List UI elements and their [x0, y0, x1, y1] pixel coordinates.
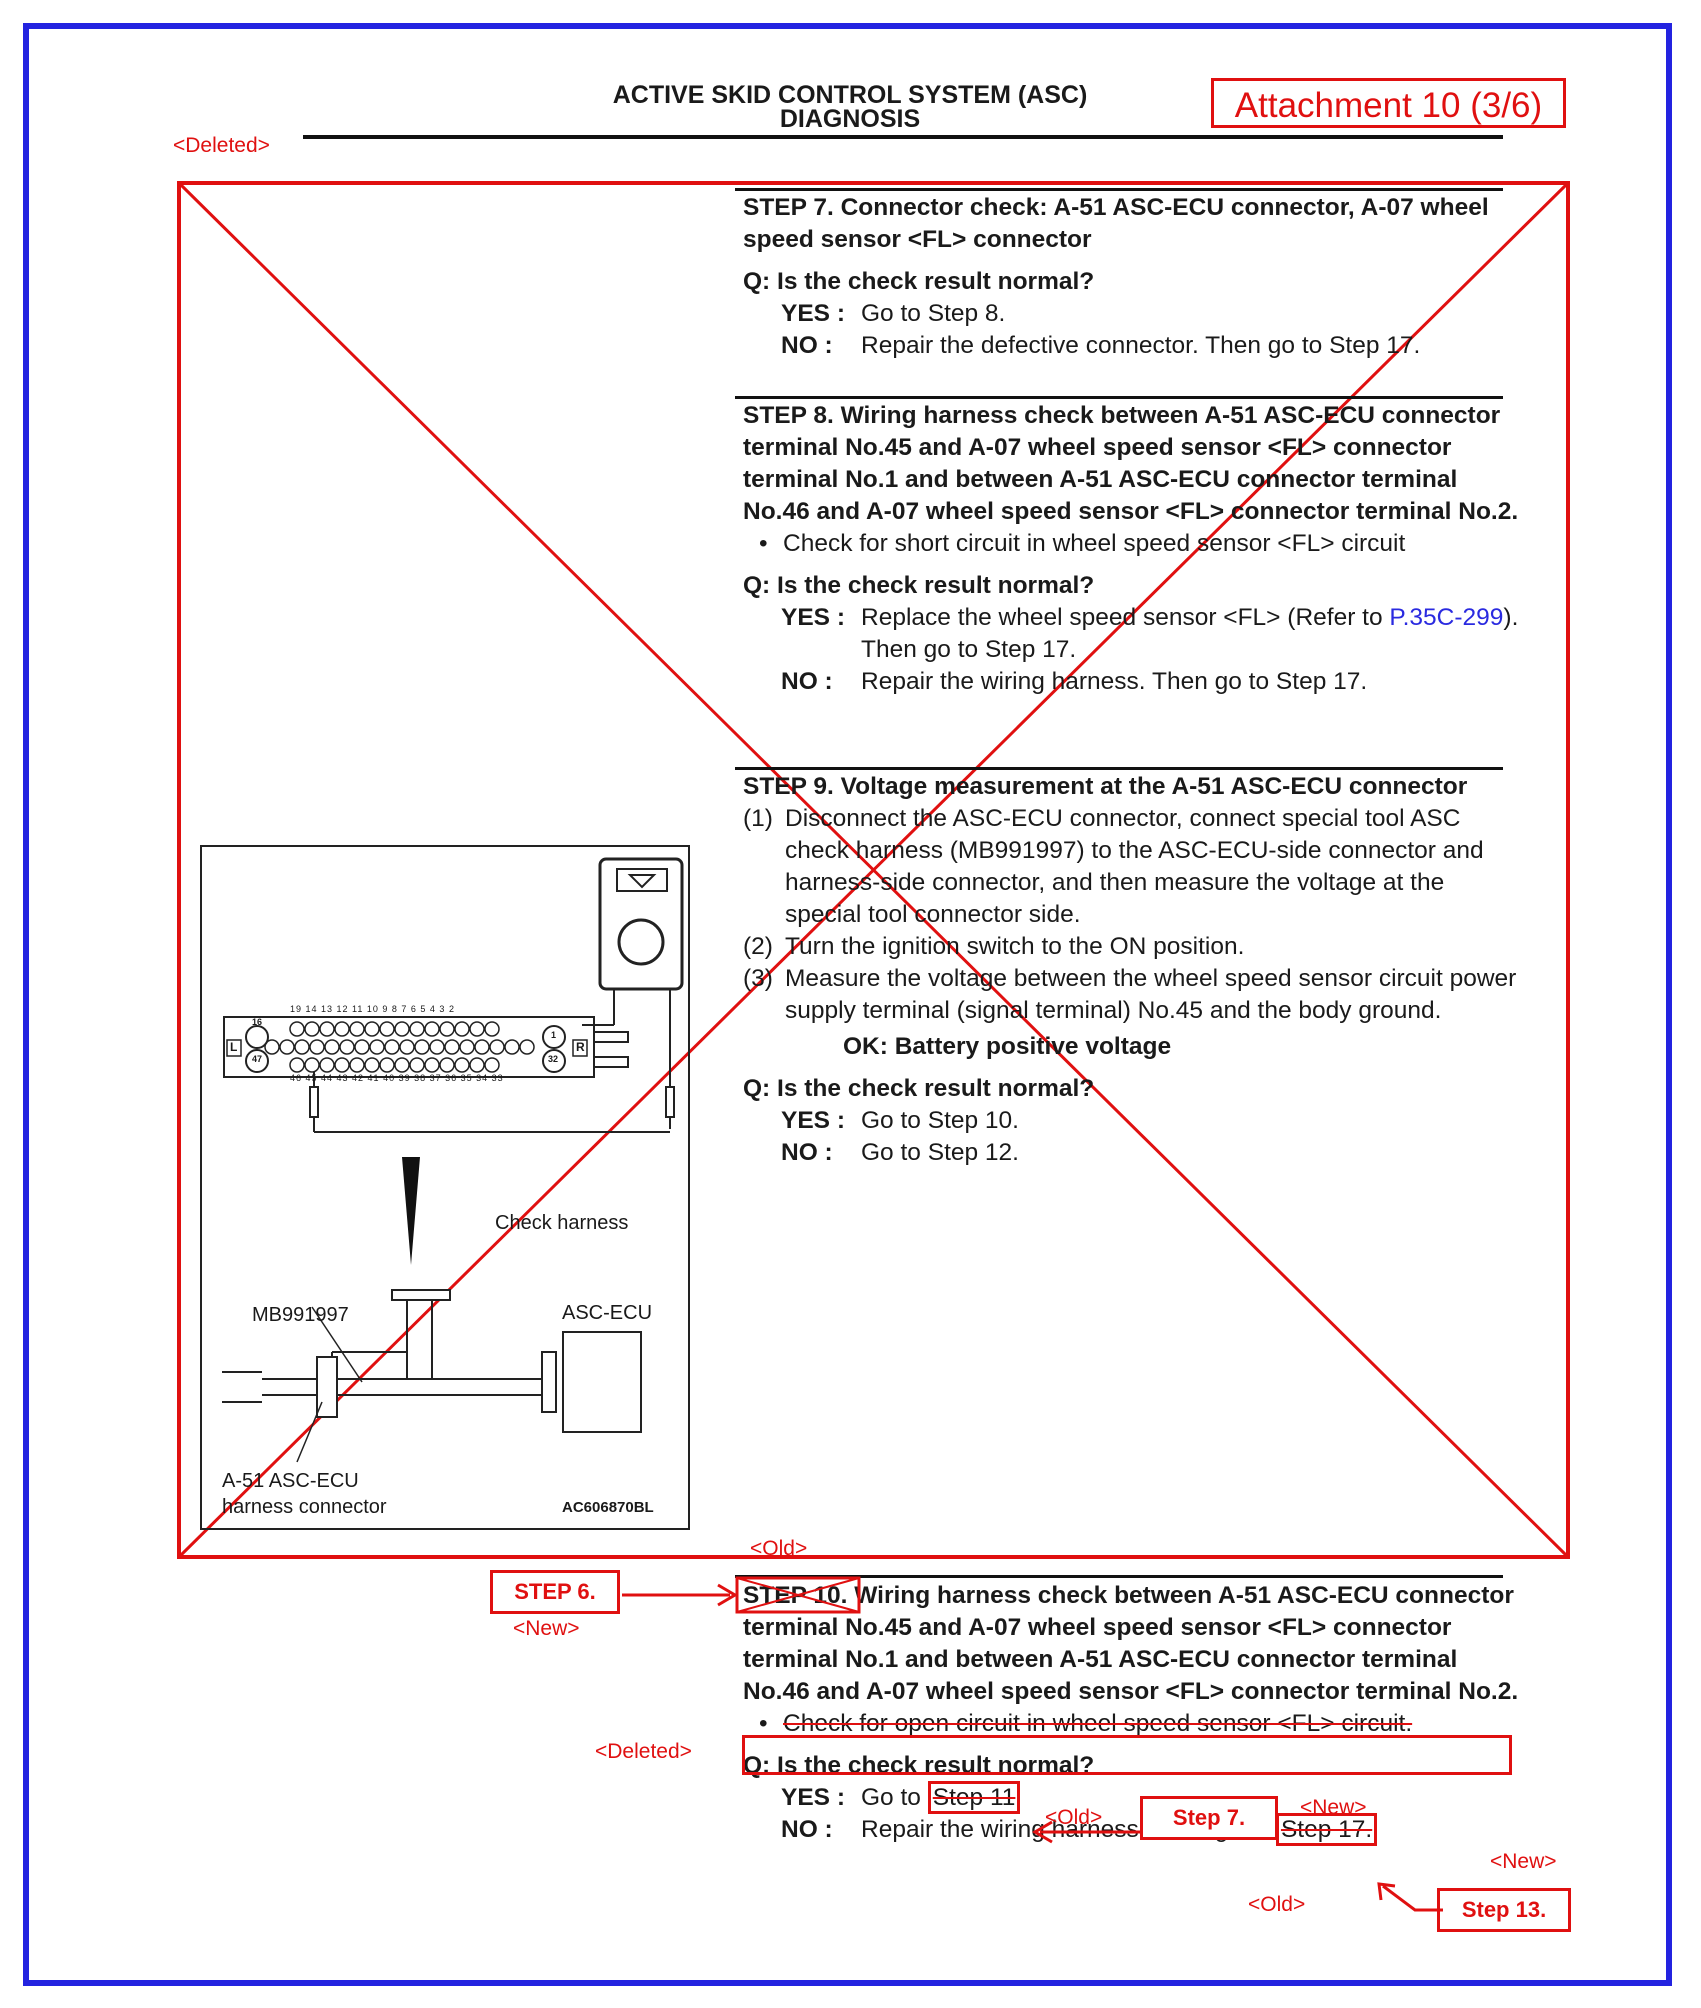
- step10-title: STEP 10. Wiring harness check between A-…: [735, 1576, 1523, 1708]
- arrow-to-yes-step: [1032, 1820, 1140, 1844]
- bottom-pin-numbers: 46 45 44 43 42 41 40 39 38 37 36 35 34 3…: [290, 1073, 504, 1083]
- no-key: NO :: [781, 668, 833, 695]
- yes-key: YES :: [781, 1784, 845, 1811]
- new-step-label: STEP 6.: [490, 1570, 620, 1614]
- step7-block: STEP 7. Connector check: A-51 ASC-ECU co…: [743, 192, 1523, 362]
- step10-title-text: Wiring harness check between A-51 ASC-EC…: [743, 1582, 1519, 1705]
- connector-label-line1: A-51 ASC-ECU: [222, 1470, 359, 1492]
- deleted-tag: <Deleted>: [173, 134, 270, 157]
- check-harness-label: Check harness: [495, 1212, 629, 1234]
- step7-title: STEP 7. Connector check: A-51 ASC-ECU co…: [743, 194, 1489, 253]
- no-new-step-label: Step 13.: [1437, 1888, 1571, 1932]
- yes-new-tag: <New>: [1300, 1796, 1367, 1819]
- yes-text-b: ). Then go to Step 17.: [861, 604, 1519, 663]
- yes-old-step: Step 11: [927, 1781, 1021, 1814]
- right-side-label: R: [576, 1040, 585, 1054]
- item-text: Disconnect the ASC-ECU connector, connec…: [785, 805, 1484, 928]
- step9-no: NO : Go to Step 12.: [743, 1137, 1523, 1169]
- no-key: NO :: [781, 1139, 833, 1166]
- attachment-label: Attachment 10 (3/6): [1211, 78, 1566, 128]
- step9-item-1: (1) Disconnect the ASC-ECU connector, con…: [743, 803, 1523, 931]
- yes-key: YES :: [781, 1107, 845, 1134]
- yes-key: YES :: [781, 604, 845, 631]
- yes-text-a: Replace the wheel speed sensor <FL> (Ref…: [861, 604, 1383, 631]
- no-key: NO :: [781, 1816, 833, 1843]
- step8-title: STEP 8. Wiring harness check between A-5…: [743, 402, 1519, 525]
- step7-yes: YES : Go to Step 8.: [743, 298, 1523, 330]
- item-text: Measure the voltage between the wheel sp…: [785, 965, 1517, 1024]
- step9-item-2: (2) Turn the ignition switch to the ON po…: [743, 931, 1523, 963]
- step8-rule: [735, 396, 1503, 399]
- step10-rule: [735, 1575, 1503, 1578]
- arrow-to-no-step: [1377, 1882, 1443, 1912]
- asc-ecu-label: ASC-ECU: [562, 1302, 653, 1324]
- step7-rule: [735, 188, 1503, 191]
- pin47-label: 47: [252, 1054, 263, 1064]
- step9-block: STEP 9. Voltage measurement at the A-51 …: [743, 771, 1523, 1169]
- step8-no: NO : Repair the wiring harness. Then go t…: [743, 666, 1523, 698]
- tool-number-label: MB991997: [252, 1304, 349, 1326]
- figure-code: AC606870BL: [562, 1499, 654, 1516]
- yes-new-step-label: Step 7.: [1140, 1796, 1278, 1840]
- struck-cross: [735, 1576, 861, 1614]
- diagram-drawing: [222, 857, 684, 1463]
- step8-block: STEP 8. Wiring harness check between A-5…: [743, 400, 1523, 698]
- page-title: ACTIVE SKID CONTROL SYSTEM (ASC) DIAGNOS…: [470, 80, 1230, 134]
- step9-rule: [735, 767, 1503, 770]
- pin16-label: 16: [252, 1017, 263, 1027]
- step10-bullet: Check for open circuit in wheel speed se…: [743, 1708, 1523, 1740]
- step9-question: Q: Is the check result normal?: [743, 1075, 1095, 1102]
- step9-title: STEP 9. Voltage measurement at the A-51 …: [743, 773, 1468, 800]
- yes-text: Go to Step 8.: [861, 300, 1006, 327]
- no-text: Repair the wiring harness. Then go to St…: [861, 668, 1368, 695]
- step10-block: STEP 10. Wiring harness check between A-…: [735, 1576, 1523, 1846]
- step9-ok: OK: Battery positive voltage: [843, 1033, 1172, 1060]
- yes-text: Go to Step 10.: [861, 1107, 1019, 1134]
- arrow-to-step10: [622, 1583, 738, 1607]
- title-line-1: ACTIVE SKID CONTROL SYSTEM (ASC): [612, 81, 1088, 109]
- yes-key: YES :: [781, 300, 845, 327]
- top-pin-numbers: 19 14 13 12 11 10 9 8 7 6 5 4 3 2: [290, 1004, 455, 1014]
- step10-yes: YES : Go to Step 11: [743, 1781, 1523, 1814]
- step10-old-number: STEP 10.: [735, 1576, 861, 1614]
- check-harness-diagram: Check harness MB991997 ASC-ECU A-51 ASC-…: [200, 845, 690, 1530]
- deleted-cross-box: [177, 181, 1570, 1559]
- step7-question: Q: Is the check result normal?: [743, 268, 1095, 295]
- no-text: Repair the defective connector. Then go …: [861, 332, 1421, 359]
- no-text: Go to Step 12.: [861, 1139, 1019, 1166]
- connector-label-line2: harness connector: [222, 1496, 387, 1518]
- no-key: NO :: [781, 332, 833, 359]
- new-tag: <New>: [513, 1617, 580, 1640]
- step7-no: NO : Repair the defective connector. Then…: [743, 330, 1523, 362]
- page-reference-link[interactable]: P.35C-299: [1389, 604, 1504, 631]
- step9-item-3: (3) Measure the voltage between the wheel…: [743, 963, 1523, 1027]
- step8-bullet: Check for short circuit in wheel speed s…: [743, 528, 1523, 560]
- item-number: (3): [743, 965, 773, 992]
- item-number: (1): [743, 805, 773, 832]
- deleted-bullet-tag: <Deleted>: [595, 1740, 692, 1763]
- no-new-tag: <New>: [1490, 1850, 1557, 1873]
- no-old-step: Step 17.: [1275, 1813, 1378, 1846]
- yes-pre: Go to: [861, 1784, 921, 1811]
- header-rule: [303, 135, 1503, 139]
- left-side-label: L: [230, 1040, 238, 1054]
- no-old-tag: <Old>: [1248, 1893, 1306, 1916]
- step8-question: Q: Is the check result normal?: [743, 572, 1095, 599]
- deleted-bullet-box: [742, 1735, 1512, 1775]
- pin1-label: 1: [551, 1030, 557, 1040]
- yes-old-tag: <Old>: [1045, 1806, 1103, 1829]
- old-tag: <Old>: [750, 1537, 808, 1560]
- step8-yes: YES : Replace the wheel speed sensor <FL…: [743, 602, 1523, 666]
- item-text: Turn the ignition switch to the ON posit…: [785, 933, 1245, 960]
- title-line-2: DIAGNOSIS: [779, 105, 921, 133]
- item-number: (2): [743, 933, 773, 960]
- page-frame: [23, 23, 1672, 1986]
- pin32-label: 32: [548, 1054, 559, 1064]
- step9-yes: YES : Go to Step 10.: [743, 1105, 1523, 1137]
